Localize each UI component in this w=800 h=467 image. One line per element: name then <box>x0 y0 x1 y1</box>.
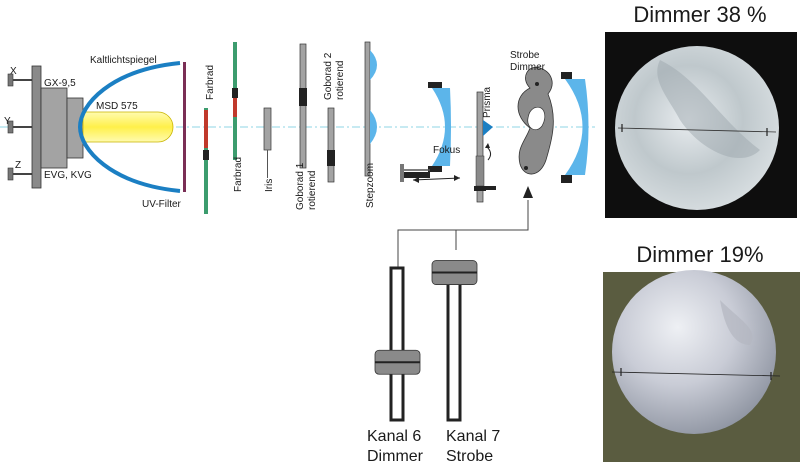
photo-bottom-gobo-shadow <box>720 300 753 345</box>
focus-travel-arrow <box>412 177 461 181</box>
prism-rotate-arrow <box>485 145 492 161</box>
iris-label: Iris <box>264 179 275 192</box>
kanal7-label: Kanal 7 <box>446 428 500 445</box>
prisma-label: Prisma <box>482 86 493 118</box>
stepzoom: Stepzoom <box>364 41 377 208</box>
z-adjust-knob <box>7 167 14 181</box>
photo-dimmer-38: Dimmer 38 % <box>605 2 797 218</box>
cold-light-mirror <box>77 61 181 193</box>
gobo-wheel-1-hub <box>299 88 307 106</box>
color-wheel-top-red <box>233 95 237 117</box>
strobe-dimmer: Strobe Dimmer <box>510 50 554 175</box>
dimmer-label: Dimmer <box>510 62 546 73</box>
farbrad-bottom-label: Farbrad <box>233 157 244 192</box>
prism-base-ext <box>486 186 496 190</box>
stepzoom-label: Stepzoom <box>365 163 376 208</box>
z-label: Z <box>15 160 21 171</box>
lamp-bulb <box>82 111 174 143</box>
strobe-pivot-top <box>535 82 539 86</box>
control-wiring <box>397 186 533 268</box>
color-wheel-bottom-red <box>204 110 208 148</box>
color-wheels: Farbrad Farbrad <box>203 42 244 214</box>
focus-carriage <box>404 172 430 178</box>
iris: Iris <box>263 107 275 192</box>
lamp-socket <box>40 87 68 169</box>
uv-filter-label: UV-Filter <box>142 199 182 210</box>
photo-bottom-beam <box>612 270 776 434</box>
farbrad-top-label: Farbrad <box>205 65 216 100</box>
iris-body <box>263 107 272 151</box>
y-label: Y <box>4 116 11 127</box>
mirror-label: Kaltlichtspiegel <box>90 55 157 66</box>
lamp-assembly: X Y Z GX-9,5 EVG, KVG MSD 575 Kaltlichts… <box>4 55 186 210</box>
photo-top-gobo-shadow <box>657 60 760 159</box>
uv-filter <box>183 62 186 192</box>
photo-bottom-title: Dimmer 19% <box>636 242 763 267</box>
stepzoom-lens-bottom <box>370 110 377 144</box>
prism-base <box>474 186 486 191</box>
front-lens-glass <box>565 79 589 175</box>
front-lens <box>561 72 589 183</box>
fader-kanal7[interactable]: Kanal 7 Strobe <box>431 260 500 465</box>
socket-label: GX-9,5 <box>44 78 76 89</box>
kanal7-function-label: Strobe <box>446 448 493 462</box>
gobo-wheel-2 <box>327 107 335 183</box>
focus-lens-glass <box>432 88 451 166</box>
gobo2-label-line2: rotierend <box>335 61 346 100</box>
fader-track-kanal6[interactable] <box>389 266 405 422</box>
photo-top-crosshair <box>617 127 777 133</box>
prism-motor <box>475 155 485 187</box>
stepzoom-lens-top <box>370 50 377 80</box>
gobo-wheels: Goborad 1 rotierend Goborad 2 rotierend <box>295 43 346 210</box>
color-wheel-bottom-glass <box>204 108 208 214</box>
lamp-base-plate <box>31 65 42 189</box>
prism-holder <box>476 91 484 203</box>
front-lens-mount-bottom <box>561 175 572 183</box>
focus-lens-mount-top <box>428 82 442 88</box>
lamp-label: MSD 575 <box>96 101 138 112</box>
photo-bottom-crosshair <box>611 371 781 377</box>
gobo-wheel-2-hub <box>327 150 335 166</box>
gobo1-label-line1: Goborad 1 <box>295 162 306 210</box>
fader-kanal6[interactable]: Kanal 6 Dimmer <box>367 266 424 465</box>
fader-track-kanal7[interactable] <box>446 266 462 422</box>
focus-lens: Fokus <box>400 82 460 183</box>
prism-glass <box>483 120 493 136</box>
focus-rail-stop <box>400 164 404 182</box>
gobo1-label-line2: rotierend <box>307 171 318 210</box>
color-wheel-bottom-hub <box>203 150 209 160</box>
prism-rotate-arrow-head <box>485 143 490 148</box>
focus-arrow-left <box>413 177 419 183</box>
stepzoom-plate <box>364 41 371 177</box>
focus-lens-mount-bottom <box>428 166 442 172</box>
focus-arrow-right <box>454 175 460 181</box>
front-lens-mount-top <box>561 72 572 79</box>
prism: Prisma <box>474 86 496 203</box>
kanal6-function-label: Dimmer <box>367 448 424 462</box>
fader-knob-kanal6[interactable] <box>374 349 421 375</box>
strobe-pivot-bottom <box>524 166 528 170</box>
color-wheel-top-hub <box>232 88 238 98</box>
fokus-label: Fokus <box>433 145 460 156</box>
fader-knob-kanal7[interactable] <box>431 260 478 285</box>
gobo2-label-line1: Goborad 2 <box>323 52 334 100</box>
ballast-label: EVG, KVG <box>44 170 92 181</box>
x-label: X <box>10 66 17 77</box>
control-line-kanal6 <box>397 200 529 268</box>
photo-dimmer-19: Dimmer 19% <box>603 242 800 462</box>
kanal6-label: Kanal 6 <box>367 428 421 445</box>
strobe-blade-aperture <box>527 106 546 130</box>
strobe-label: Strobe <box>510 50 540 61</box>
photo-top-title: Dimmer 38 % <box>633 2 766 27</box>
control-arrow-head <box>523 186 533 198</box>
